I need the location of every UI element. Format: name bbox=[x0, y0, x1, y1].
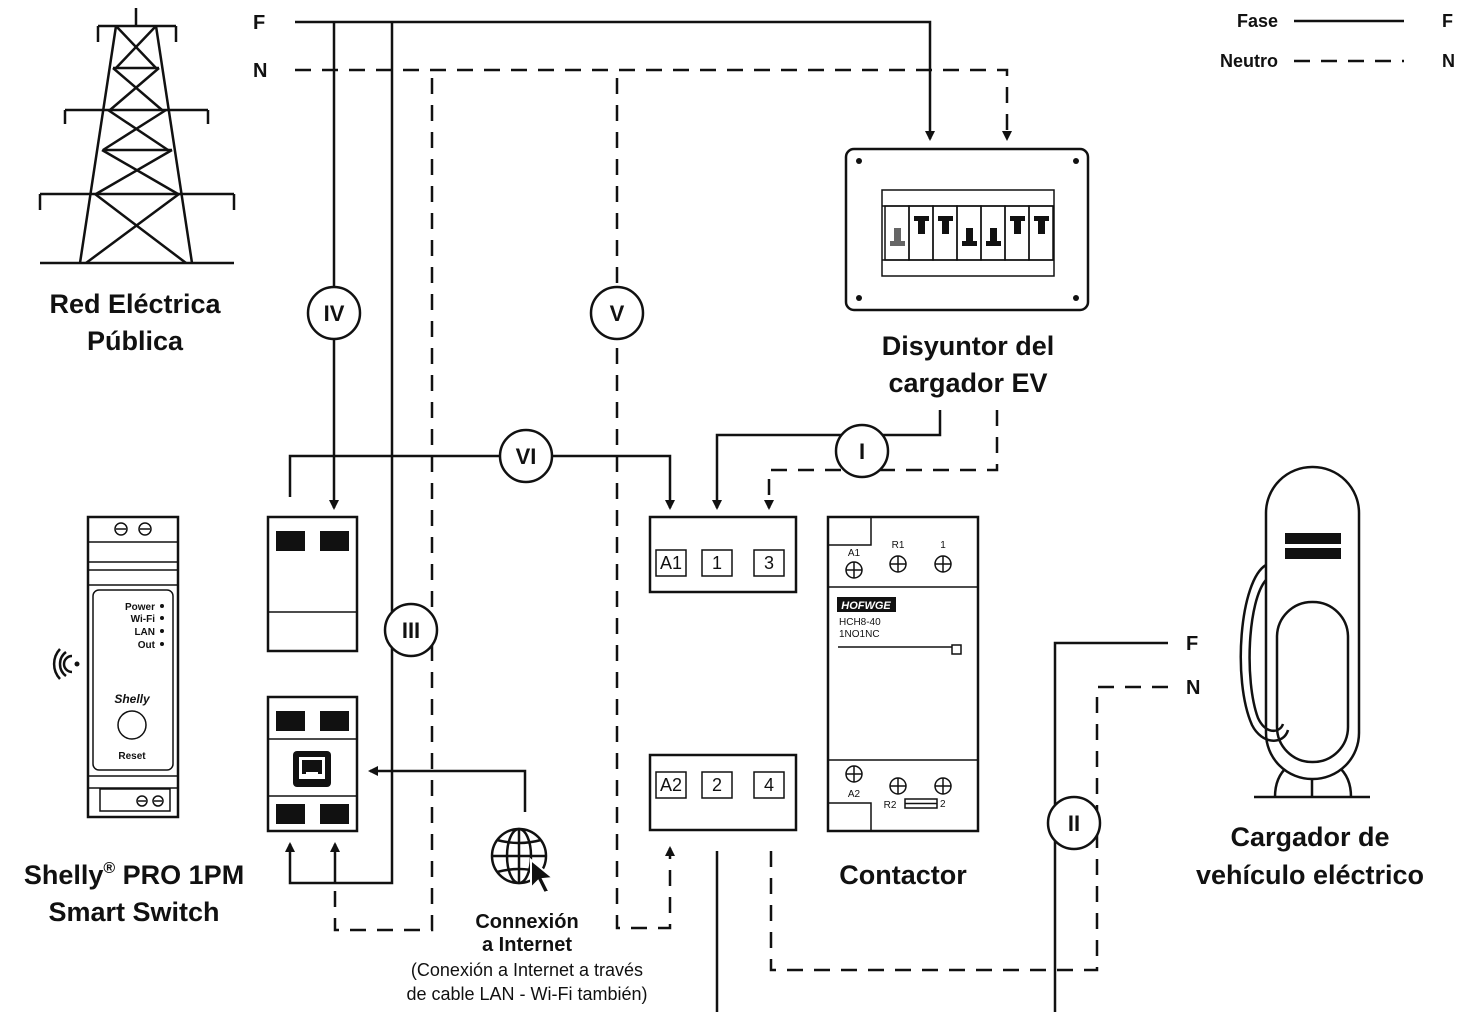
shelly-title-reg: ® bbox=[103, 860, 115, 877]
contactor-screw-icons-bottom bbox=[845, 765, 952, 795]
shelly-led-power bbox=[160, 604, 164, 608]
marker-vi-label: VI bbox=[516, 444, 537, 469]
legend-neutral-code: N bbox=[1442, 51, 1455, 71]
breaker-phase-to-1-line bbox=[712, 410, 942, 510]
breaker-neutral-to-3-line bbox=[764, 410, 999, 510]
shelly-status-lan: LAN bbox=[134, 627, 155, 638]
marker-v-label: V bbox=[610, 301, 625, 326]
shelly-input-terminal bbox=[266, 515, 359, 653]
neutral-to-shelly-line bbox=[333, 78, 434, 932]
contactor-label-r1: R1 bbox=[892, 540, 905, 551]
shelly-reset-button[interactable] bbox=[117, 710, 147, 740]
cursor-icon bbox=[530, 857, 556, 895]
charger-title-line1: Cargador de bbox=[1230, 822, 1389, 852]
contactor-brand-badge bbox=[837, 597, 896, 612]
shelly-out-to-a1-line bbox=[288, 454, 675, 510]
shelly-title-model: PRO 1PM bbox=[115, 860, 244, 890]
phase-loop-line bbox=[285, 22, 394, 885]
grid-title-line1: Red Eléctrica bbox=[49, 289, 221, 319]
charger-line-f-label: F bbox=[1186, 633, 1198, 655]
contactor-brand: HOFWGE bbox=[841, 600, 891, 612]
legend-phase-label: Fase bbox=[1237, 11, 1278, 31]
shelly-led-wifi bbox=[160, 616, 164, 620]
marker-vi: VI bbox=[498, 428, 554, 484]
terminal-4: 4 bbox=[764, 775, 774, 795]
globe-icon bbox=[490, 827, 548, 885]
marker-iii-label: III bbox=[402, 618, 420, 643]
contactor-device: A1 R1 1 HOFWGE HCH8-40 1NO1NC bbox=[826, 515, 980, 833]
marker-ii: II bbox=[1046, 795, 1102, 851]
shelly-title: Shelly® PRO 1PM Smart Switch bbox=[24, 860, 244, 927]
charger-f-line bbox=[1053, 641, 1168, 1012]
internet-note-line2: de cable LAN - Wi-Fi también) bbox=[406, 984, 647, 1004]
contactor-label-r2: R2 bbox=[884, 800, 897, 811]
shelly-status-wifi: Wi-Fi bbox=[131, 614, 156, 625]
internet-to-lan-line bbox=[368, 766, 527, 812]
breaker-title-line2: cargador EV bbox=[888, 368, 1047, 398]
legend: Fase F Neutro N bbox=[1220, 11, 1455, 71]
legend-phase-code: F bbox=[1442, 11, 1453, 31]
contactor-label-1: 1 bbox=[940, 540, 946, 551]
contactor-top-terminal-block: A1 1 3 bbox=[648, 515, 798, 594]
grid-line-f-label: F bbox=[253, 12, 265, 34]
contactor-screw-icons-top bbox=[845, 555, 952, 579]
breaker-panel bbox=[844, 147, 1090, 312]
marker-ii-label: II bbox=[1068, 811, 1080, 836]
legend-neutral-label: Neutro bbox=[1220, 51, 1278, 71]
marker-v: V bbox=[589, 285, 645, 341]
wireless-icon bbox=[52, 648, 80, 680]
breaker-title-line1: Disyuntor del bbox=[882, 331, 1055, 361]
shelly-status-out: Out bbox=[138, 640, 156, 651]
contactor-bottom-terminal-block: A2 2 4 bbox=[648, 753, 798, 832]
shelly-status-power: Power bbox=[125, 602, 155, 613]
breaker-switches bbox=[884, 205, 1054, 261]
shelly-output-terminal bbox=[266, 695, 359, 833]
shelly-led-lan bbox=[160, 629, 164, 633]
power-tower-icon bbox=[38, 8, 236, 265]
terminal-2: 2 bbox=[712, 775, 722, 795]
contactor-title: Contactor bbox=[839, 860, 967, 890]
svg-text:Shelly® PRO 1PM: Shelly® PRO 1PM bbox=[24, 860, 244, 890]
phase-main-line bbox=[295, 20, 935, 141]
shelly-brand: Shelly bbox=[114, 692, 151, 706]
contactor-label-2: 2 bbox=[940, 799, 946, 810]
shelly-title-name: Shelly bbox=[24, 860, 104, 890]
shelly-led-out bbox=[160, 642, 164, 646]
shelly-device: Power Wi-Fi LAN Out Shelly Reset bbox=[86, 515, 180, 819]
terminal-a2: A2 bbox=[660, 775, 682, 795]
terminal-1: 1 bbox=[712, 553, 722, 573]
contactor-label-a2: A2 bbox=[848, 789, 861, 800]
terminal-a1: A1 bbox=[660, 553, 682, 573]
contactor-model: HCH8-40 bbox=[839, 617, 881, 628]
contactor-label-a1: A1 bbox=[848, 548, 861, 559]
contactor-4-to-charger-n-line bbox=[769, 685, 1168, 972]
grid-line-n-label: N bbox=[253, 60, 267, 82]
lan-port-icon bbox=[293, 751, 331, 787]
neutral-to-a2-line bbox=[615, 78, 675, 930]
marker-i-label: I bbox=[859, 439, 865, 464]
marker-i: I bbox=[834, 423, 890, 479]
contactor-config: 1NO1NC bbox=[839, 629, 880, 640]
internet-note-line1: (Conexión a Internet a través bbox=[411, 960, 643, 980]
neutral-main-line bbox=[295, 68, 1012, 141]
grid-title-line2: Pública bbox=[87, 326, 184, 356]
ev-charger-icon bbox=[1239, 465, 1370, 799]
internet-title-line1: Connexión bbox=[475, 911, 578, 933]
internet-title-line2: a Internet bbox=[482, 934, 572, 956]
marker-iii: III bbox=[383, 602, 439, 658]
charger-title-line2: vehículo eléctrico bbox=[1196, 860, 1424, 890]
shelly-reset-label: Reset bbox=[118, 751, 146, 762]
marker-iv-label: IV bbox=[324, 301, 345, 326]
shelly-title-line2: Smart Switch bbox=[48, 897, 219, 927]
marker-iv: IV bbox=[306, 285, 362, 341]
charger-line-n-label: N bbox=[1186, 677, 1200, 699]
terminal-3: 3 bbox=[764, 553, 774, 573]
